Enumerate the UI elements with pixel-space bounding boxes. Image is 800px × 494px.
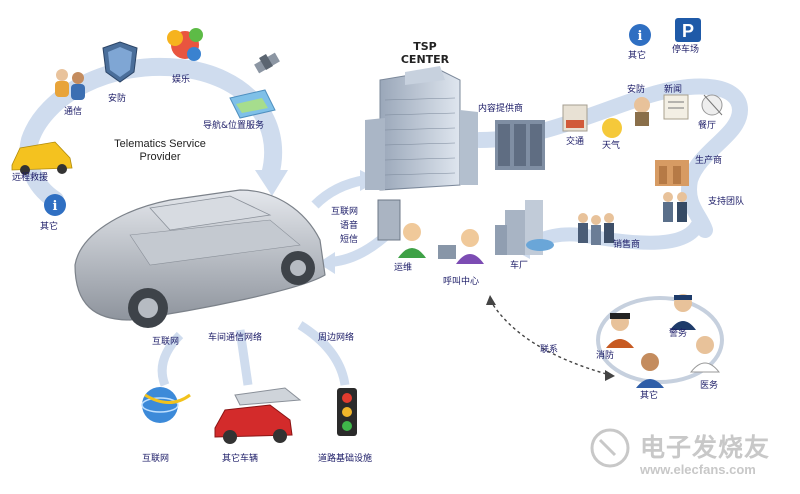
parking-sign-icon: P bbox=[675, 18, 701, 42]
traffic-icon bbox=[562, 104, 588, 132]
peripheral-top-label: 周边网络 bbox=[318, 333, 355, 343]
content-provider-label: 内容提供商 bbox=[478, 104, 524, 114]
call-center-label: 呼叫中心 bbox=[443, 277, 480, 287]
other-left-label: 其它 bbox=[40, 222, 59, 232]
server-tower-icon bbox=[377, 199, 401, 241]
security-content-label: 安防 bbox=[627, 85, 646, 95]
rescue-car bbox=[11, 141, 73, 175]
watermark-logo bbox=[590, 428, 630, 468]
net-arrow-2 bbox=[235, 329, 253, 386]
contact-arrowhead-top bbox=[486, 295, 496, 305]
other-vehicles-label: 其它车辆 bbox=[222, 454, 259, 464]
security-guard-icon bbox=[634, 97, 650, 126]
security-label: 安防 bbox=[108, 94, 127, 104]
traffic-label: 交通 bbox=[566, 137, 585, 147]
service-ring-arrowhead bbox=[255, 170, 288, 196]
internet-bottom-label: 互联网 bbox=[142, 454, 170, 464]
communication-people-icon bbox=[55, 69, 85, 100]
satellite-icon bbox=[254, 52, 280, 74]
contact-label: 联系 bbox=[540, 345, 559, 355]
svg-text:P: P bbox=[682, 21, 694, 41]
svg-text:i: i bbox=[53, 199, 58, 214]
info-icon-top: i bbox=[629, 24, 651, 46]
news-label: 新闻 bbox=[664, 85, 683, 95]
car-to-tsp-arrow bbox=[311, 175, 366, 209]
service-provider-label: Telematics Service Provider bbox=[114, 138, 206, 163]
communication-label: 通信 bbox=[64, 107, 83, 117]
support-team-label: 支持团队 bbox=[708, 197, 745, 207]
restaurant-icon bbox=[701, 94, 723, 116]
voice-link-label: 语音 bbox=[340, 221, 359, 231]
road-infra-label: 道路基础设施 bbox=[318, 454, 373, 464]
other-emergency-label: 其它 bbox=[640, 391, 659, 401]
internet-link-label: 互联网 bbox=[331, 207, 359, 217]
car-factory-label: 车厂 bbox=[510, 261, 529, 271]
contact-dashed-arrow bbox=[489, 299, 611, 376]
firefighter-icon bbox=[606, 313, 634, 348]
net-arrow-3 bbox=[297, 321, 350, 386]
server-racks bbox=[495, 120, 545, 170]
restaurant-label: 餐厅 bbox=[698, 121, 717, 131]
info-icon-left: i bbox=[44, 194, 66, 216]
manufacturer-icon bbox=[655, 160, 689, 186]
police-icon bbox=[670, 294, 696, 330]
watermark-cn: 电子发烧友 bbox=[640, 433, 771, 462]
maintenance-person-icon bbox=[398, 223, 426, 258]
tsp-building bbox=[365, 66, 478, 191]
doctor-icon bbox=[689, 336, 721, 373]
fire-label: 消防 bbox=[596, 351, 615, 361]
support-team-icon bbox=[663, 192, 687, 222]
weather-icon bbox=[602, 118, 622, 138]
contact-arrowhead-bottom bbox=[605, 370, 615, 381]
main-car bbox=[74, 189, 326, 328]
medical-label: 医务 bbox=[700, 381, 719, 391]
sms-link-label: 短信 bbox=[340, 235, 359, 245]
svg-text:i: i bbox=[638, 29, 643, 44]
other-vehicles-icon bbox=[214, 387, 302, 444]
navigation-label: 导航&位置服务 bbox=[203, 121, 265, 131]
v2v-top-label: 车间通信网络 bbox=[208, 333, 263, 343]
entertainment-label: 娱乐 bbox=[172, 75, 191, 85]
internet-globe-icon bbox=[141, 387, 191, 423]
police-label: 警务 bbox=[669, 329, 688, 339]
watermark-url: www.elecfans.com bbox=[640, 462, 756, 477]
internet-top-label: 互联网 bbox=[152, 337, 180, 347]
remote-rescue-label: 远程救援 bbox=[12, 173, 49, 183]
manufacturer-label: 生产商 bbox=[695, 156, 723, 166]
other-top-label: 其它 bbox=[628, 51, 647, 61]
news-icon bbox=[663, 94, 689, 120]
tsp-center-label: TSP CENTER bbox=[400, 40, 450, 66]
weather-label: 天气 bbox=[602, 141, 621, 151]
entertainment-icon bbox=[167, 28, 203, 61]
sales-team-icon bbox=[578, 213, 614, 245]
other-person-icon bbox=[636, 353, 664, 388]
shield-icon bbox=[102, 41, 138, 83]
sales-label: 销售商 bbox=[613, 240, 641, 250]
call-center-person-icon bbox=[438, 229, 484, 264]
tsp-to-car-arrowhead bbox=[318, 252, 335, 274]
maintenance-label: 运维 bbox=[394, 263, 413, 273]
car-factory bbox=[495, 200, 554, 255]
navigation-map-icon bbox=[229, 89, 276, 119]
emergency-ring bbox=[596, 296, 724, 384]
traffic-light-icon bbox=[337, 388, 357, 436]
parking-label: 停车场 bbox=[672, 45, 700, 55]
net-arrow-1 bbox=[157, 331, 184, 387]
